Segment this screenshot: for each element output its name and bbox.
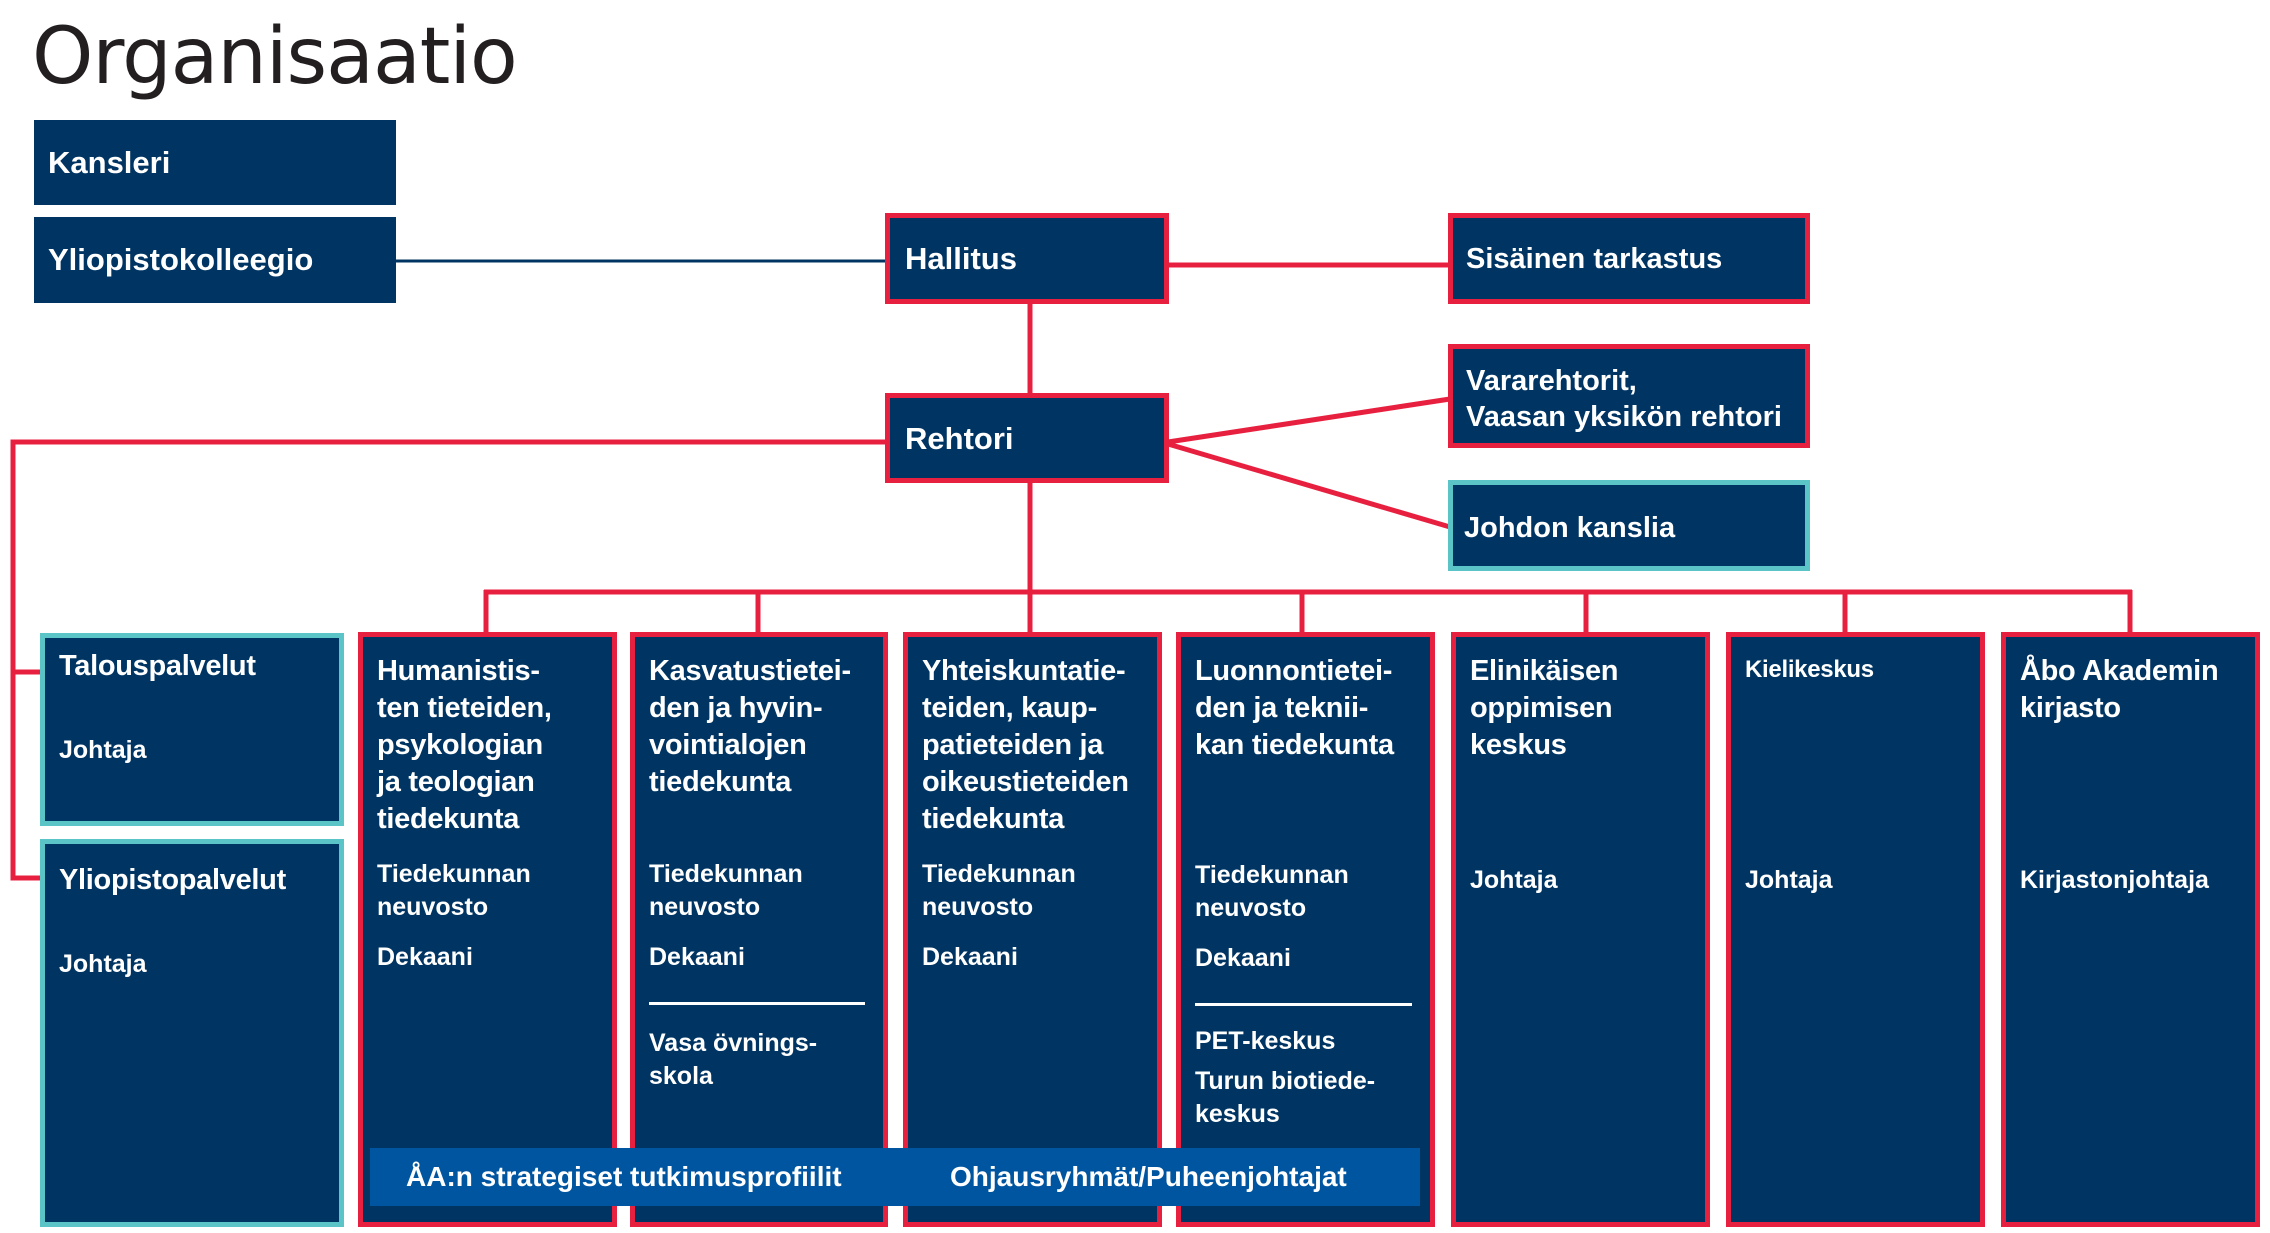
label-vararehtorit: Vararehtorit, Vaasan yksikön rehtori [1466, 365, 1782, 433]
line-rehtori-services [10, 439, 886, 881]
label-talouspalvelut: Talouspalvelut [59, 650, 256, 682]
unit-luonnontieteellinen[interactable]: Luonnontietei- den ja teknii- kan tiedek… [1176, 632, 1435, 1227]
box-yliopistopalvelut[interactable]: Yliopistopalvelut Johtaja [40, 839, 344, 1227]
unit-title: Kielikeskus [1745, 656, 1874, 683]
unit-role: Dekaani [922, 943, 1018, 971]
unit-extra: Vasa övnings- skola [649, 1029, 818, 1090]
unit-title: Humanistis- ten tieteiden, psykologian j… [377, 655, 552, 835]
unit-title: Luonnontietei- den ja teknii- kan tiedek… [1195, 655, 1394, 761]
unit-extra: PET-keskus [1195, 1027, 1336, 1055]
unit-role: Dekaani [1195, 944, 1291, 972]
unit-divider [649, 1002, 865, 1005]
band-steering-label: Ohjausryhmät/Puheenjohtajat [950, 1161, 1347, 1192]
role-talouspalvelut: Johtaja [59, 736, 147, 764]
band-profiles-label: ÅA:n strategiset tutkimusprofiilit [406, 1161, 842, 1192]
unit-council: Tiedekunnan neuvosto [377, 860, 531, 921]
role-yliopistopalvelut: Johtaja [59, 950, 147, 978]
unit-council: Tiedekunnan neuvosto [649, 860, 803, 921]
box-hallitus[interactable]: Hallitus [885, 213, 1169, 304]
unit-role: Johtaja [1745, 866, 1833, 894]
box-rehtori[interactable]: Rehtori [885, 393, 1169, 483]
unit-kirjasto[interactable]: Åbo Akademin kirjasto Kirjastonjohtaja [2001, 632, 2260, 1227]
unit-council: Tiedekunnan neuvosto [1195, 861, 1349, 922]
strategic-profiles-band[interactable]: ÅA:n strategiset tutkimusprofiilit Ohjau… [370, 1148, 1420, 1206]
unit-title: Kasvatustietei- den ja hyvin- vointialoj… [649, 655, 851, 798]
box-kansleri[interactable]: Kansleri [34, 120, 396, 205]
unit-yhteiskuntatieteellinen[interactable]: Yhteiskuntatie- teiden, kaup- patieteide… [903, 632, 1162, 1227]
unit-role: Johtaja [1470, 866, 1558, 894]
unit-divider [1195, 1003, 1412, 1006]
unit-title: Elinikäisen oppimisen keskus [1470, 655, 1619, 761]
label-yliopistopalvelut: Yliopistopalvelut [59, 864, 286, 896]
unit-kielikeskus[interactable]: Kielikeskus Johtaja [1726, 632, 1985, 1227]
unit-role: Kirjastonjohtaja [2020, 866, 2209, 894]
label-kansleri: Kansleri [48, 145, 171, 180]
unit-humanistinen[interactable]: Humanistis- ten tieteiden, psykologian j… [358, 632, 617, 1227]
unit-role: Dekaani [377, 943, 473, 971]
unit-kasvatustieteellinen[interactable]: Kasvatustietei- den ja hyvin- vointialoj… [630, 632, 888, 1227]
unit-title: Yhteiskuntatie- teiden, kaup- patieteide… [922, 655, 1129, 835]
bus-drops [483, 590, 2133, 634]
label-yliopistokolleegio: Yliopistokolleegio [48, 242, 314, 277]
box-talouspalvelut[interactable]: Talouspalvelut Johtaja [40, 633, 344, 826]
label-sisainen-tarkastus: Sisäinen tarkastus [1466, 243, 1723, 275]
page-title: Organisaatio [32, 12, 518, 102]
line-rehtori-kanslia [1167, 441, 1451, 530]
unit-council: Tiedekunnan neuvosto [922, 860, 1076, 921]
box-vararehtorit[interactable]: Vararehtorit, Vaasan yksikön rehtori [1448, 344, 1810, 448]
box-johdon-kanslia[interactable]: Johdon kanslia [1448, 480, 1810, 571]
unit-title: Åbo Akademin kirjasto [2020, 655, 2219, 724]
unit-elinikainen-oppiminen[interactable]: Elinikäisen oppimisen keskus Johtaja [1451, 632, 1710, 1227]
label-rehtori: Rehtori [905, 421, 1014, 456]
unit-extra-2: Turun biotiede- keskus [1195, 1067, 1376, 1128]
unit-role: Dekaani [649, 943, 745, 971]
label-hallitus: Hallitus [905, 241, 1017, 276]
label-johdon-kanslia: Johdon kanslia [1464, 512, 1676, 544]
line-rehtori-vararehtorit [1167, 396, 1451, 445]
box-yliopistokolleegio[interactable]: Yliopistokolleegio [34, 217, 396, 303]
box-sisainen-tarkastus[interactable]: Sisäinen tarkastus [1448, 213, 1810, 304]
